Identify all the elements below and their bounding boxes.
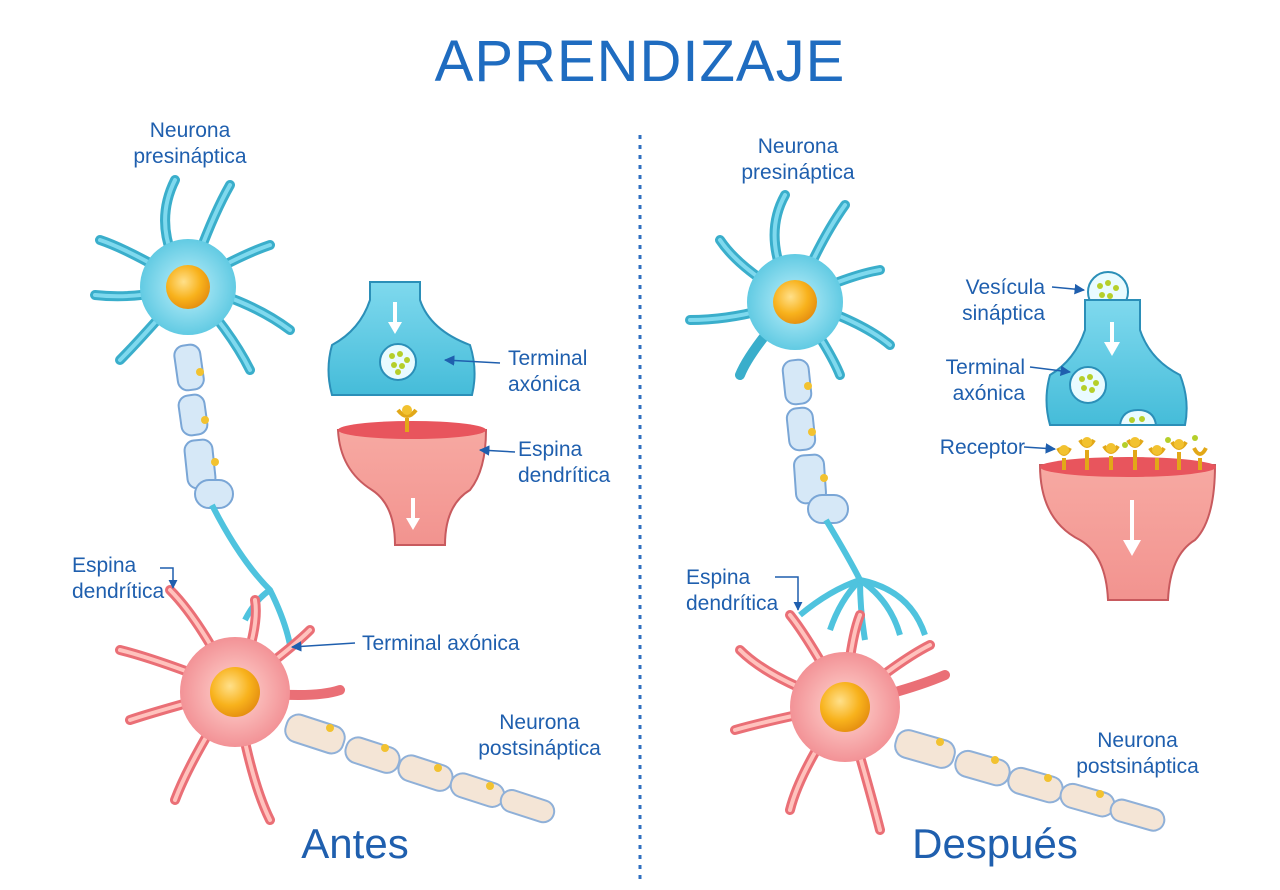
pointer-arrow-icon (290, 641, 356, 652)
after-vesicle-mid (1069, 366, 1107, 404)
pointer-arrow-icon (775, 576, 803, 611)
before-presynaptic-neuron (90, 175, 295, 646)
after-synapse-zoom (1038, 271, 1217, 601)
arrow-down-icon (1104, 322, 1120, 356)
after-postsynaptic-neuron (730, 610, 1166, 835)
before-pre-nucleus (166, 265, 210, 309)
after-caption: Después (912, 820, 1078, 867)
after-receptor-label: Receptor (939, 436, 1025, 459)
before-postsynaptic-neuron (115, 585, 556, 825)
arrow-down-icon (1123, 500, 1141, 556)
after-post-nucleus (820, 682, 870, 732)
before-synapse-zoom (327, 281, 488, 546)
after-presynaptic-neuron (685, 190, 928, 641)
receptor-icon (396, 405, 418, 432)
before-post-nucleus (210, 667, 260, 717)
before-vesicle (379, 343, 417, 381)
before-caption: Antes (301, 820, 409, 867)
arrow-down-icon (388, 302, 402, 334)
pointer-arrow-icon (1051, 283, 1086, 295)
arrow-down-icon (406, 498, 420, 530)
pointer-arrow-icon (1029, 365, 1072, 377)
after-pre-nucleus (773, 280, 817, 324)
before-axon-terminal-inline-label: Terminal axónica (362, 632, 520, 655)
pointer-arrow-icon (443, 355, 501, 366)
page-title: APRENDIZAJE (434, 29, 846, 94)
pointer-arrow-icon (478, 445, 516, 456)
pointer-arrow-icon (1023, 443, 1057, 454)
pointer-arrow-icon (160, 567, 178, 589)
